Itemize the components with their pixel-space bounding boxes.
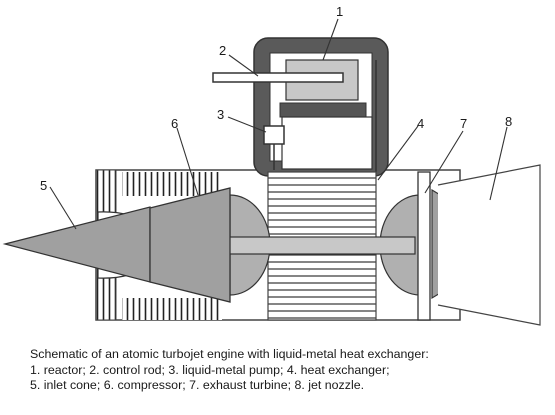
label-inlet-cone: 5 [40, 178, 47, 193]
label-jet-nozzle: 8 [505, 114, 512, 129]
exhaust-turbine [417, 171, 431, 321]
label-heat-exchanger: 4 [417, 116, 424, 131]
figure-caption: Schematic of an atomic turbojet engine w… [30, 347, 550, 394]
caption-legend-line-2: 5. inlet cone; 6. compressor; 7. exhaust… [30, 378, 365, 393]
inlet-cone [2, 206, 156, 283]
compressor [149, 187, 231, 303]
callout-labels: 1 2 3 4 5 6 7 8 [40, 4, 512, 193]
control-rod [212, 72, 344, 83]
label-control-rod: 2 [219, 43, 226, 58]
engine-schematic: 1 2 3 4 5 6 7 8 [2, 4, 541, 326]
leader-lines [49, 18, 508, 230]
reactor-assembly [212, 37, 389, 177]
label-liquid-metal-pump: 3 [217, 107, 224, 122]
jet-nozzle [437, 164, 541, 326]
caption-legend-line-1: 1. reactor; 2. control rod; 3. liquid-me… [30, 362, 390, 377]
liquid-metal-pump [263, 125, 285, 145]
label-exhaust-turbine: 7 [460, 116, 467, 131]
caption-heading: Schematic of an atomic turbojet engine w… [30, 347, 429, 361]
label-reactor: 1 [336, 4, 343, 19]
label-compressor: 6 [171, 116, 178, 131]
